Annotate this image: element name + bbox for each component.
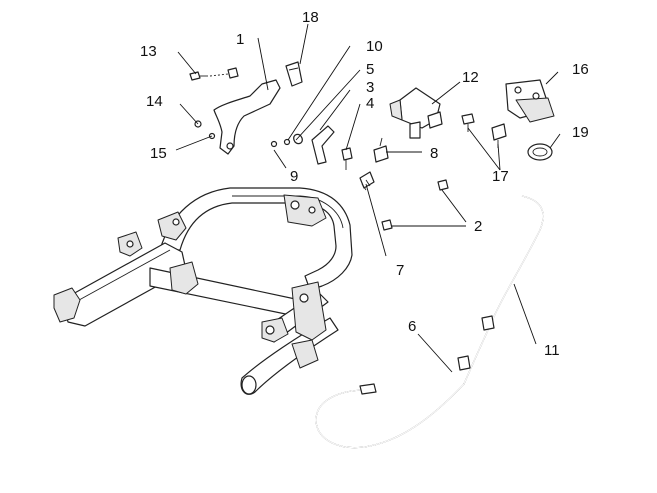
callout-17: 17 <box>492 168 509 185</box>
callout-19: 19 <box>572 124 589 141</box>
cable-parts <box>315 195 544 448</box>
callout-4: 4 <box>366 95 374 112</box>
bracket-plate-part <box>213 79 281 155</box>
callout-15: 15 <box>150 145 167 162</box>
callout-8: 8 <box>430 145 438 162</box>
callout-11: 11 <box>544 342 560 359</box>
callout-7: 7 <box>396 262 404 279</box>
spring-pin-part <box>359 171 375 191</box>
callout-labels: 1 2 3 4 5 6 7 8 9 10 11 12 13 14 15 16 1… <box>140 9 589 359</box>
spring-lever-pin-parts <box>293 125 353 170</box>
callout-12: 12 <box>462 69 479 86</box>
callout-18: 18 <box>302 9 319 26</box>
leader-lines <box>175 23 561 373</box>
callout-13: 13 <box>140 43 157 60</box>
bolt-parts <box>461 113 507 148</box>
callout-6: 6 <box>408 318 416 335</box>
callout-2: 2 <box>474 218 482 235</box>
callout-3: 3 <box>366 79 374 96</box>
lock-housing-part <box>389 87 443 139</box>
screw-pair-part <box>381 179 449 231</box>
callout-16: 16 <box>572 61 589 78</box>
screw-part <box>189 67 239 81</box>
clip-part <box>285 61 303 87</box>
latch-part <box>505 79 555 123</box>
callout-10: 10 <box>366 38 383 55</box>
nut-washer-parts <box>194 120 291 148</box>
callout-14: 14 <box>146 93 163 110</box>
main-frame <box>53 187 353 395</box>
callout-1: 1 <box>236 31 244 48</box>
callout-9: 9 <box>290 168 298 185</box>
clamp-ring-part <box>527 143 553 161</box>
fastener-part <box>373 137 389 163</box>
callout-5: 5 <box>366 61 374 78</box>
